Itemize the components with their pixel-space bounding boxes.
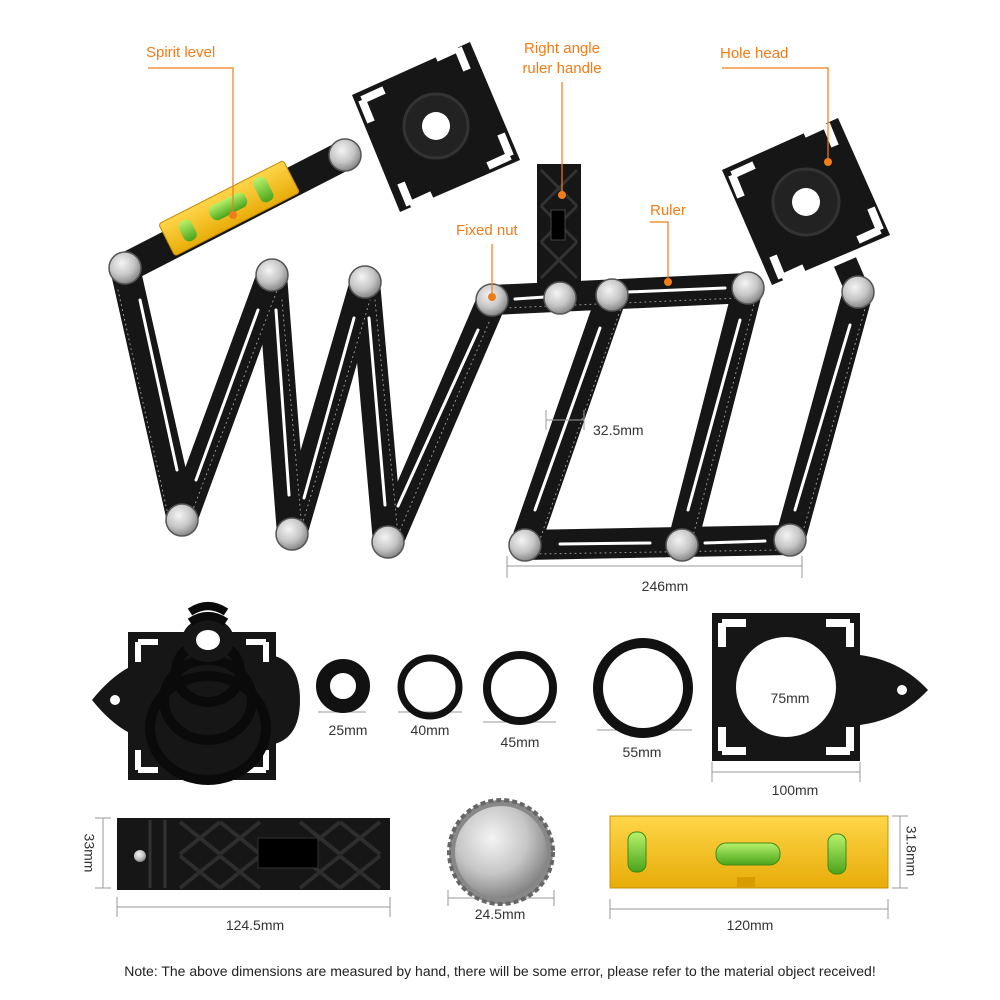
callout-fixed-nut: Fixed nut [456, 222, 518, 239]
spirit-level-flat [609, 815, 889, 889]
spirit-level-mounted [159, 160, 300, 256]
pivot-nut [841, 275, 875, 309]
dim-ring-40: 40mm [410, 722, 450, 738]
right-angle-handle [537, 164, 581, 284]
pivot-nuts [108, 138, 875, 562]
callout-spirit-level: Spirit level [146, 44, 216, 61]
dim-hole-inner: 75mm [770, 690, 810, 706]
pivot-nut [108, 251, 142, 285]
pivot-nut [328, 138, 362, 172]
ring-stack-assembly [92, 602, 300, 785]
pivot-nut [508, 528, 542, 562]
pivot-nut [348, 265, 382, 299]
ring-40mm [397, 654, 463, 720]
pivot-nut [665, 528, 699, 562]
dim-arm-width: 32.5mm [593, 422, 644, 438]
pivot-nut [371, 525, 405, 559]
handle-flat [117, 818, 390, 890]
dim-ring-55: 55mm [622, 744, 662, 760]
dim-handle-length: 124.5mm [225, 917, 285, 933]
dim-ring-25: 25mm [328, 722, 368, 738]
dim-level-length: 120mm [726, 917, 774, 933]
knurled-nut [447, 798, 555, 906]
pivot-nut [773, 523, 807, 557]
pivot-nut [731, 271, 765, 305]
dim-hole-outer: 100mm [771, 782, 819, 798]
callout-right-angle-handle-line1: Right angle [524, 40, 600, 57]
ruler-ticks [117, 287, 867, 555]
callout-leaders [148, 67, 832, 301]
callout-ruler: Ruler [650, 202, 686, 219]
callout-right-angle-handle-line2: ruler handle [522, 60, 602, 77]
dim-ring-45: 45mm [500, 734, 540, 750]
callout-hole-head: Hole head [720, 45, 789, 62]
hole-head-left [352, 42, 520, 212]
hole-head-right [722, 118, 890, 297]
ring-45mm [483, 651, 557, 725]
pivot-nut [595, 278, 629, 312]
dim-nut-diameter: 24.5mm [474, 906, 526, 922]
dim-level-height: 31.8mm [903, 825, 920, 877]
ring-25mm [316, 659, 370, 713]
ruler-slots [138, 286, 852, 546]
ring-55mm [593, 638, 693, 738]
dim-handle-height: 33mm [81, 833, 98, 873]
disclaimer-note: Note: The above dimensions are measured … [124, 963, 876, 979]
pivot-nut [165, 503, 199, 537]
pivot-nut [275, 517, 309, 551]
ruler-arms [110, 140, 873, 560]
pivot-nut [255, 258, 289, 292]
pivot-nut [543, 281, 577, 315]
dim-span: 246mm [641, 578, 689, 594]
hole-plate-100mm [712, 613, 928, 761]
